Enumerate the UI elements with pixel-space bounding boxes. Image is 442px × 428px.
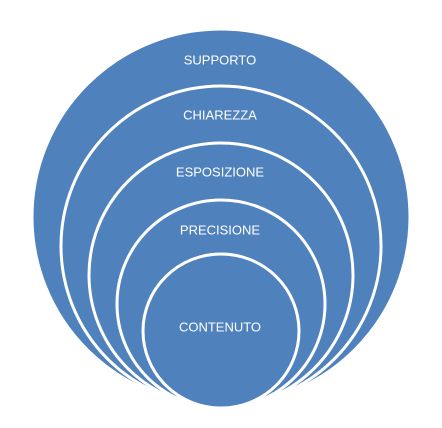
layer-esposizione-label: ESPOSIZIONE — [176, 164, 264, 179]
layer-contenuto-circle — [141, 252, 301, 410]
layer-precisione-label: PRECISIONE — [180, 222, 261, 237]
layer-supporto-label: SUPPORTO — [184, 52, 256, 67]
layer-chiarezza-label: CHIAREZZA — [183, 107, 257, 122]
layer-contenuto-label: CONTENUTO — [179, 319, 261, 334]
